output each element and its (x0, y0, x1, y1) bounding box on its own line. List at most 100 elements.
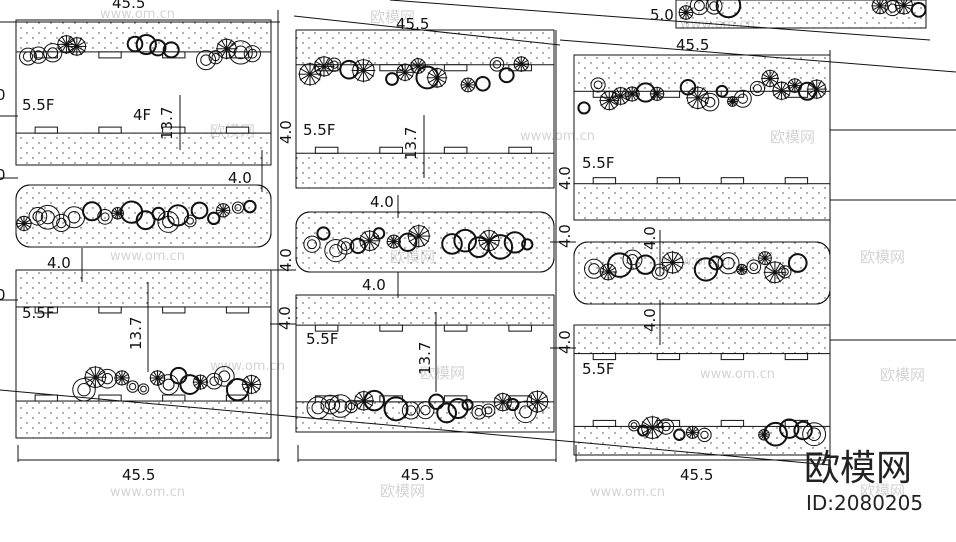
tree-symbol (778, 265, 792, 279)
shrub-stroke (879, 0, 884, 7)
shrub-outline (114, 370, 130, 386)
shrub-stroke (687, 91, 699, 99)
shrub-stroke (903, 4, 913, 11)
tree-symbol (97, 368, 118, 389)
shrub-stroke (531, 391, 538, 402)
shrub-stroke (408, 235, 420, 243)
shrub-stroke (527, 395, 538, 403)
shrub-stroke (363, 64, 375, 71)
tree-symbol (56, 217, 67, 229)
shrub-stroke (467, 78, 473, 86)
watermark-text: 欧模网 (880, 366, 925, 384)
shrub-stroke (61, 35, 67, 45)
shrub-stroke (672, 252, 679, 263)
shrub-stroke (600, 100, 610, 107)
tree-symbols-layer (16, 0, 927, 447)
shrub-stroke (363, 231, 371, 242)
dim-floors-label: 5.5F (22, 304, 54, 322)
shrub-stroke (360, 234, 370, 242)
shrub-stroke (85, 371, 96, 378)
watermark-text: www.om.cn (590, 485, 665, 500)
tree-symbol (657, 418, 675, 435)
shrub-symbol (426, 67, 448, 89)
shrub-stroke (527, 401, 538, 408)
shrub-stroke (369, 234, 380, 242)
shrub-stroke (631, 87, 637, 95)
planting-strip (295, 152, 555, 189)
shrub-stroke (412, 235, 420, 247)
balcony-notch (225, 126, 250, 134)
shrub-stroke (413, 65, 419, 74)
shrub-stroke (645, 416, 653, 428)
shrub-stroke (323, 56, 330, 67)
balcony-notch (98, 306, 122, 314)
shrub-stroke (299, 73, 311, 81)
shrub-symbol (787, 78, 803, 94)
tree-symbol (337, 237, 355, 255)
shrub-stroke (631, 93, 637, 102)
shrub-symbol (460, 77, 476, 93)
tree-symbol (697, 427, 712, 443)
shrub-stroke (71, 46, 78, 56)
shrub-stroke (520, 56, 526, 65)
shrub-stroke (196, 375, 201, 383)
shrub-stroke (89, 367, 96, 378)
shrub-stroke (196, 381, 201, 390)
shrub-outline (727, 96, 738, 107)
shrub-stroke (309, 73, 317, 85)
shrub-stroke (76, 37, 83, 47)
shrub-stroke (516, 56, 522, 65)
shrub-stroke (502, 396, 512, 403)
tree-symbol (709, 1, 719, 12)
tree-symbol (333, 399, 348, 413)
dim-gap-label: 4.0 (556, 330, 574, 354)
site-boundary-line (293, 15, 561, 46)
shrub-stroke (314, 60, 325, 67)
shrub-stroke (418, 225, 426, 237)
balcony-notch (225, 306, 250, 314)
planting-strip (295, 294, 555, 326)
dim-floors-label: 4F (133, 106, 151, 124)
site-boundary-line (389, 0, 931, 41)
tree-symbol (910, 1, 927, 18)
shrub-stroke (16, 223, 25, 228)
shrub-stroke (360, 240, 370, 247)
shrub-stroke (479, 240, 490, 247)
shrub-stroke (788, 85, 796, 90)
shrub-stroke (697, 87, 705, 99)
shrub-stroke (600, 267, 609, 273)
shrub-outline (807, 79, 827, 99)
shrub-symbol (114, 370, 130, 386)
site-boundary-line (559, 39, 956, 73)
shrub-stroke (193, 381, 201, 387)
shrub-stroke (762, 78, 771, 84)
tree-symbol (453, 228, 477, 253)
shrub-stroke (608, 100, 615, 110)
shrub-stroke (520, 63, 526, 72)
shrub-outline (84, 366, 107, 388)
dimension-labels-layer: 45.5 5.5F 4F 4.0 4.0 5.5F 45.5 0 0 0 13.… (0, 0, 713, 484)
shrub-stroke (193, 377, 201, 383)
tree-symbol (77, 383, 91, 397)
shrub-stroke (467, 84, 475, 90)
shrub-stroke (903, 0, 908, 6)
tree-symbol (211, 53, 220, 62)
shrub-stroke (117, 370, 123, 379)
balcony-notch (508, 324, 532, 332)
planting-bed (295, 211, 555, 273)
shrub-stroke (537, 395, 548, 403)
shrub-stroke (412, 225, 420, 237)
tree-symbol (349, 237, 367, 255)
tree-symbol (135, 210, 156, 231)
shrub-stroke (200, 375, 205, 383)
tree-symbol (622, 249, 643, 270)
tree-symbol (405, 405, 417, 416)
tree-symbol (503, 231, 527, 254)
shrub-outline (149, 370, 166, 386)
shrub-stroke (603, 264, 609, 273)
tree-symbol (162, 41, 180, 59)
shrub-stroke (641, 421, 653, 429)
shrub-stroke (251, 384, 261, 390)
shrub-stroke (774, 272, 782, 283)
dim-length-label: 45.5 (396, 15, 429, 33)
